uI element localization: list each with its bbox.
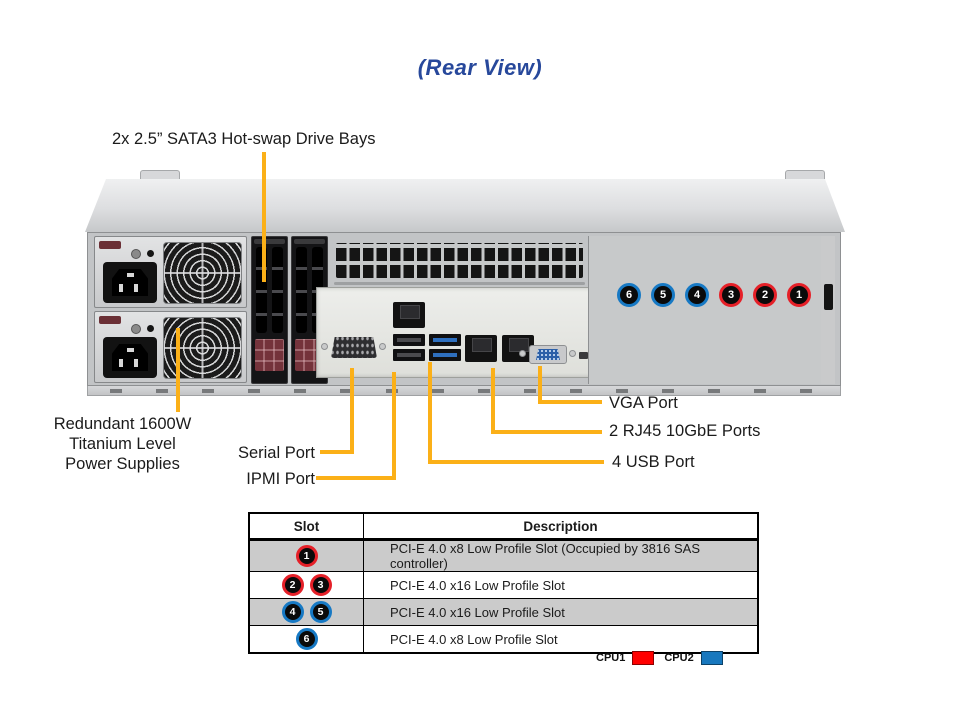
- vga-port: [529, 345, 567, 364]
- legend-swatch-cpu1: [632, 651, 655, 665]
- usb-ports-label: 4 USB Port: [612, 453, 695, 471]
- psu-fan-grille: [163, 242, 242, 304]
- ipmi-port: [393, 302, 425, 328]
- psu-label-line1: Redundant 1600W: [53, 415, 192, 433]
- pci-slot-marker-6: 6: [617, 283, 641, 307]
- vga-connector: [536, 349, 560, 360]
- tray-vents: [272, 247, 283, 333]
- slot-badge-4: 4: [281, 601, 304, 623]
- drive-bays-label: 2x 2.5” SATA3 Hot-swap Drive Bays: [112, 130, 376, 148]
- legend-label-cpu2: CPU2: [664, 652, 694, 664]
- slot-cell: 6: [248, 625, 364, 654]
- description-cell: PCI-E 4.0 x8 Low Profile Slot: [363, 625, 759, 654]
- pci-slot-marker-5: 5: [651, 283, 675, 307]
- rj45-10gbe-port-2: [502, 335, 534, 362]
- table-row: 6 PCI-E 4.0 x8 Low Profile Slot: [248, 625, 759, 654]
- slot-badge-3: 3: [309, 574, 332, 596]
- ac-inlet: [103, 262, 157, 303]
- psu-leader-line: [176, 328, 180, 412]
- description-cell: PCI-E 4.0 x16 Low Profile Slot: [363, 598, 759, 626]
- pci-slot-marker-1: 1: [787, 283, 811, 307]
- tray-release-latch: [255, 339, 284, 371]
- psu-fan-grille: [163, 317, 242, 379]
- tray-vents: [256, 247, 267, 333]
- rj45-10gbe-port-1: [465, 335, 497, 362]
- drive-bay-tray-1: [251, 236, 288, 384]
- rj45-ports-label: 2 RJ45 10GbE Ports: [609, 422, 761, 440]
- vga-port-leader-line: [538, 366, 602, 404]
- page-title: (Rear View): [417, 55, 543, 80]
- usb3-port: [429, 334, 461, 346]
- chassis-top-panel: [85, 179, 845, 232]
- chassis-latch: [824, 284, 833, 310]
- slot-badge-1: 1: [295, 545, 318, 567]
- usb3-port: [429, 349, 461, 361]
- table-row: 1 PCI-E 4.0 x8 Low Profile Slot (Occupied…: [248, 539, 759, 572]
- screw: [569, 350, 576, 357]
- power-supply-module-1: [94, 236, 247, 308]
- io-plate: [316, 287, 593, 378]
- power-supply-module-2: [94, 311, 247, 383]
- vent-grid: [336, 243, 583, 278]
- slot-badge-5: 5: [309, 601, 332, 623]
- usb-port: [393, 334, 425, 346]
- pci-slot-marker-4: 4: [685, 283, 709, 307]
- psu-led: [131, 324, 141, 334]
- screw-slots: [110, 389, 818, 393]
- slot-cell: 1: [248, 539, 364, 572]
- ac-socket: [112, 269, 148, 296]
- description-cell: PCI-E 4.0 x16 Low Profile Slot: [363, 571, 759, 599]
- ipmi-port-leader-line: [316, 372, 396, 480]
- screw: [519, 350, 526, 357]
- tray-vents: [296, 247, 307, 333]
- cage-edge: [821, 236, 835, 384]
- panel-seam: [334, 282, 585, 285]
- description-cell: PCI-E 4.0 x8 Low Profile Slot (Occupied …: [363, 539, 759, 572]
- chassis-rear-panel: [87, 232, 841, 386]
- psu-led: [131, 249, 141, 259]
- psu-label: Redundant 1600W Titanium Level Power Sup…: [35, 414, 210, 474]
- tray-handle: [254, 239, 285, 244]
- serial-port-label: Serial Port: [237, 444, 315, 462]
- psu-button: [147, 250, 154, 257]
- pci-slot-marker-2: 2: [753, 283, 777, 307]
- chassis-bottom-rail: [87, 386, 841, 396]
- description-column-header: Description: [363, 512, 759, 541]
- legend-label-cpu1: CPU1: [596, 652, 626, 664]
- drive-bays-leader-line: [262, 152, 266, 282]
- psu-label-line3: Power Supplies: [65, 455, 180, 473]
- tray-handle: [294, 239, 325, 244]
- ipmi-port-label: IPMI Port: [246, 470, 315, 488]
- vga-port-label: VGA Port: [609, 394, 678, 412]
- ac-socket: [112, 344, 148, 371]
- screw: [321, 343, 328, 350]
- slot-badge-6: 6: [295, 628, 318, 650]
- pci-slot-cage: [588, 236, 835, 384]
- slot-column-header: Slot: [248, 512, 364, 541]
- cpu-legend: CPU1 CPU2: [596, 651, 733, 665]
- psu-button: [147, 325, 154, 332]
- screw: [379, 343, 386, 350]
- rj45-ports-leader-line: [491, 368, 602, 434]
- status-led: [579, 352, 588, 359]
- pci-slot-marker-3: 3: [719, 283, 743, 307]
- psu-latch: [99, 316, 121, 324]
- slot-badge-2: 2: [281, 574, 304, 596]
- serial-port-leader-line: [320, 368, 354, 454]
- usb-port: [393, 349, 425, 361]
- table-header-row: Slot Description: [248, 512, 759, 541]
- usb-ports-leader-line: [428, 362, 604, 464]
- serial-port: [331, 337, 377, 358]
- legend-swatch-cpu2: [700, 651, 723, 665]
- psu-latch: [99, 241, 121, 249]
- ac-inlet: [103, 337, 157, 378]
- psu-label-line2: Titanium Level: [69, 435, 176, 453]
